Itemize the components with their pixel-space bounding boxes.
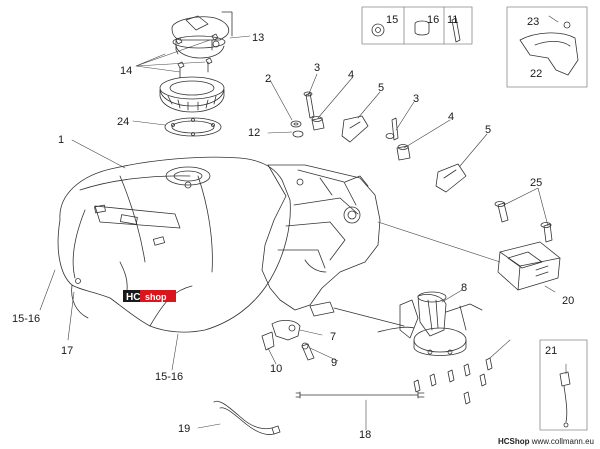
callout-1: 1 [58, 134, 64, 146]
callout-24: 24 [117, 116, 129, 128]
hardware-left [290, 91, 369, 143]
callout-12: 12 [248, 127, 260, 139]
callout-5a: 5 [378, 82, 384, 94]
callout-19: 19 [178, 423, 190, 435]
callout-16: 16 [427, 14, 439, 26]
fuel-cap [159, 11, 233, 113]
callout-22: 22 [530, 68, 542, 80]
tank-frame [261, 164, 381, 311]
callout-20: 20 [562, 295, 574, 307]
callout-4b: 4 [448, 111, 454, 123]
callout-15-16-bottom: 15-16 [155, 371, 183, 383]
callout-11: 11 [447, 14, 458, 26]
ecu-unit [497, 241, 561, 291]
callout-18: 18 [359, 429, 371, 441]
callout-21: 21 [545, 345, 557, 357]
callout-25: 25 [530, 177, 542, 189]
connector-7 [271, 301, 405, 341]
footer-credit: HCShop www.collmann.eu [498, 437, 594, 446]
footer-brand: HCShop [497, 437, 530, 446]
fuel-tank [57, 156, 291, 333]
watermark-shop: shop [145, 292, 167, 302]
callout-15: 15 [386, 14, 398, 26]
callout-9: 9 [331, 357, 337, 369]
inset-15-16-11 [361, 6, 473, 45]
gasket-24 [164, 117, 222, 137]
pump-screws [413, 357, 493, 405]
inset-22-23 [506, 6, 588, 88]
leader-lines [39, 15, 567, 431]
callout-3b: 3 [413, 93, 419, 105]
callout-8: 8 [461, 282, 467, 294]
hcshop-watermark: HC shop [123, 290, 176, 303]
callout-15-16-left: 15-16 [12, 313, 40, 325]
callout-2: 2 [265, 73, 271, 85]
screws-14 [175, 33, 219, 69]
callout-13: 13 [252, 32, 264, 44]
hardware-right [385, 117, 553, 243]
callout-5b: 5 [485, 124, 491, 136]
footer-url: www.collmann.eu [531, 437, 594, 446]
callout-14: 14 [120, 65, 132, 77]
callout-4a: 4 [348, 69, 354, 81]
inset-21 [539, 339, 588, 431]
hose-19 [213, 400, 281, 435]
fuel-pump [377, 291, 483, 356]
callout-labels: 1 2 3 3 4 4 5 5 7 8 9 10 11 12 13 14 15 … [12, 14, 574, 441]
callout-23: 23 [527, 16, 539, 28]
wiring-harness-18 [295, 391, 425, 399]
callout-10: 10 [270, 363, 282, 375]
callout-3a: 3 [314, 62, 320, 74]
callout-7: 7 [330, 331, 336, 343]
watermark-hc: HC [126, 292, 140, 303]
callout-17: 17 [61, 345, 73, 357]
bracket-10 [261, 331, 315, 361]
